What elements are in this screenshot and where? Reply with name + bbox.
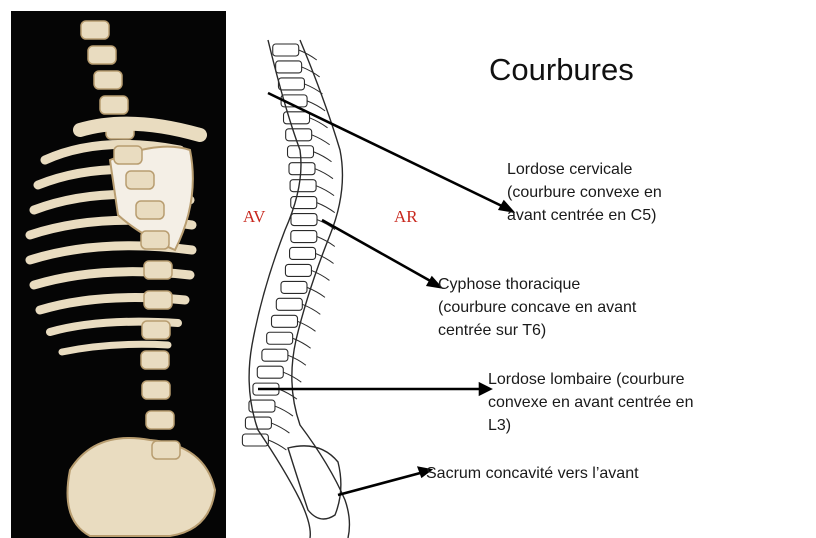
annotation-line: Lordose cervicale (507, 158, 662, 181)
annotation-line: (courbure convexe en (507, 181, 662, 204)
annotation-line: (courbure concave en avant (438, 296, 636, 319)
skeleton-photo (11, 11, 226, 538)
arrow-sacrum (338, 472, 424, 495)
annotation-line: avant centrée en C5) (507, 204, 662, 227)
annotation-sacrum: Sacrum concavité vers l’avant (426, 462, 639, 485)
annotation-line: Sacrum concavité vers l’avant (426, 462, 639, 485)
annotation-thoracic: Cyphose thoracique (courbure concave en … (438, 273, 636, 342)
arrow-cervical (268, 93, 506, 208)
anterior-label: AV (243, 207, 265, 227)
arrow-thoracic (322, 220, 434, 283)
annotation-line: Lordose lombaire (courbure (488, 368, 693, 391)
posterior-label: AR (394, 207, 418, 227)
annotation-line: centrée sur T6) (438, 319, 636, 342)
spine-line-drawing (242, 40, 349, 538)
annotation-lumbar: Lordose lombaire (courbure convexe en av… (488, 368, 693, 437)
annotation-line: L3) (488, 414, 693, 437)
annotation-line: convexe en avant centrée en (488, 391, 693, 414)
annotation-cervical: Lordose cervicale (courbure convexe en a… (507, 158, 662, 227)
slide-title: Courbures (489, 52, 634, 88)
annotation-line: Cyphose thoracique (438, 273, 636, 296)
